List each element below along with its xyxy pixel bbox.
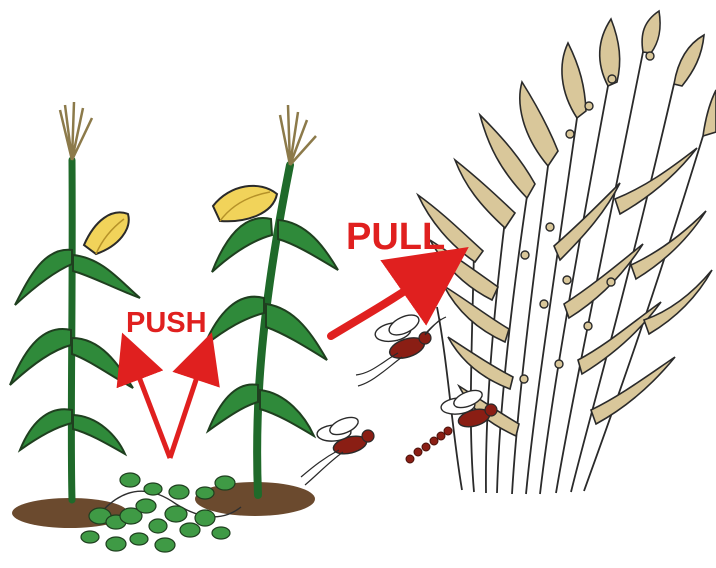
middle-maize-plant xyxy=(195,105,338,516)
middle-maize-leaf-5 xyxy=(208,384,258,431)
left-maize-cob xyxy=(84,212,129,254)
egg-cluster xyxy=(406,427,452,463)
left-maize-leaf-5 xyxy=(20,409,72,450)
push-arrow-right xyxy=(170,356,204,458)
push-label: PUSH xyxy=(126,307,207,339)
middle-maize-leaf-2 xyxy=(278,220,338,270)
left-maize-leaf-4 xyxy=(72,338,133,388)
left-maize-leaf-1 xyxy=(15,250,72,305)
middle-maize-leaf-3 xyxy=(204,297,264,346)
middle-maize-leaf-4 xyxy=(266,304,327,360)
push-arrows xyxy=(131,356,204,458)
middle-maize-leaf-1 xyxy=(212,218,272,272)
left-maize-plant xyxy=(10,102,140,528)
lower-moth xyxy=(301,414,374,485)
left-maize-leaf-2 xyxy=(73,255,140,298)
left-maize-leaf-6 xyxy=(73,415,125,454)
push-arrow-left xyxy=(131,356,170,458)
upper-moth xyxy=(356,311,446,386)
middle-maize-leaf-6 xyxy=(260,390,314,436)
left-maize-leaf-3 xyxy=(10,329,71,385)
middle-maize-cob xyxy=(213,186,277,221)
pull-label: PULL xyxy=(346,216,445,258)
desmodium-ground-cover xyxy=(81,473,241,552)
